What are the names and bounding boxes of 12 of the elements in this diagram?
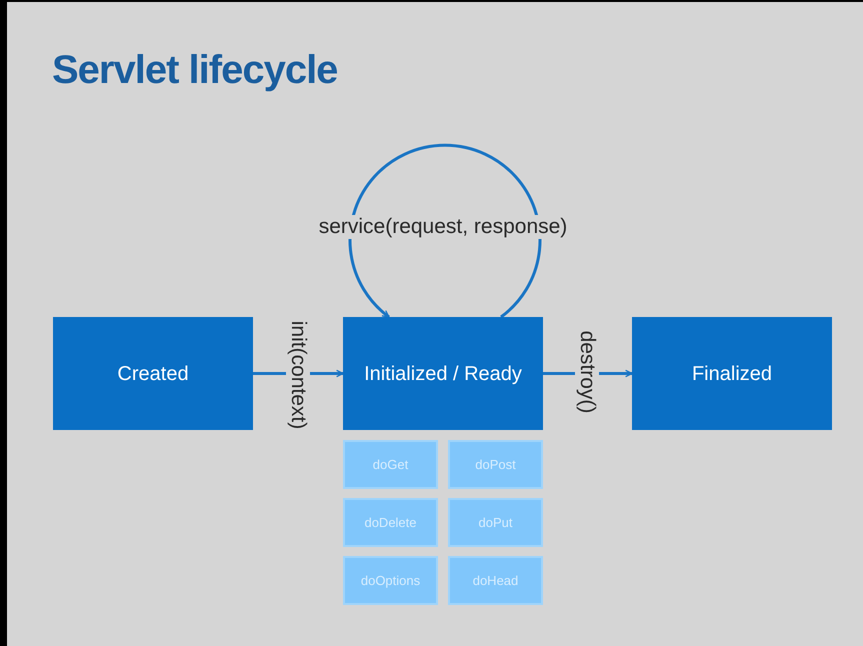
method-box: doGet <box>343 440 438 489</box>
method-box: doHead <box>448 556 543 605</box>
state-box: Finalized <box>632 317 832 430</box>
state-box: Initialized / Ready <box>343 317 543 430</box>
arrow <box>348 144 542 318</box>
method-box: doOptions <box>343 556 438 605</box>
method-box: doPut <box>448 498 543 547</box>
method-box: doPost <box>448 440 543 489</box>
method-box: doDelete <box>343 498 438 547</box>
edge-label: destroy() <box>575 328 599 416</box>
state-box: Created <box>53 317 253 430</box>
slide-title: Servlet lifecycle <box>52 47 338 94</box>
